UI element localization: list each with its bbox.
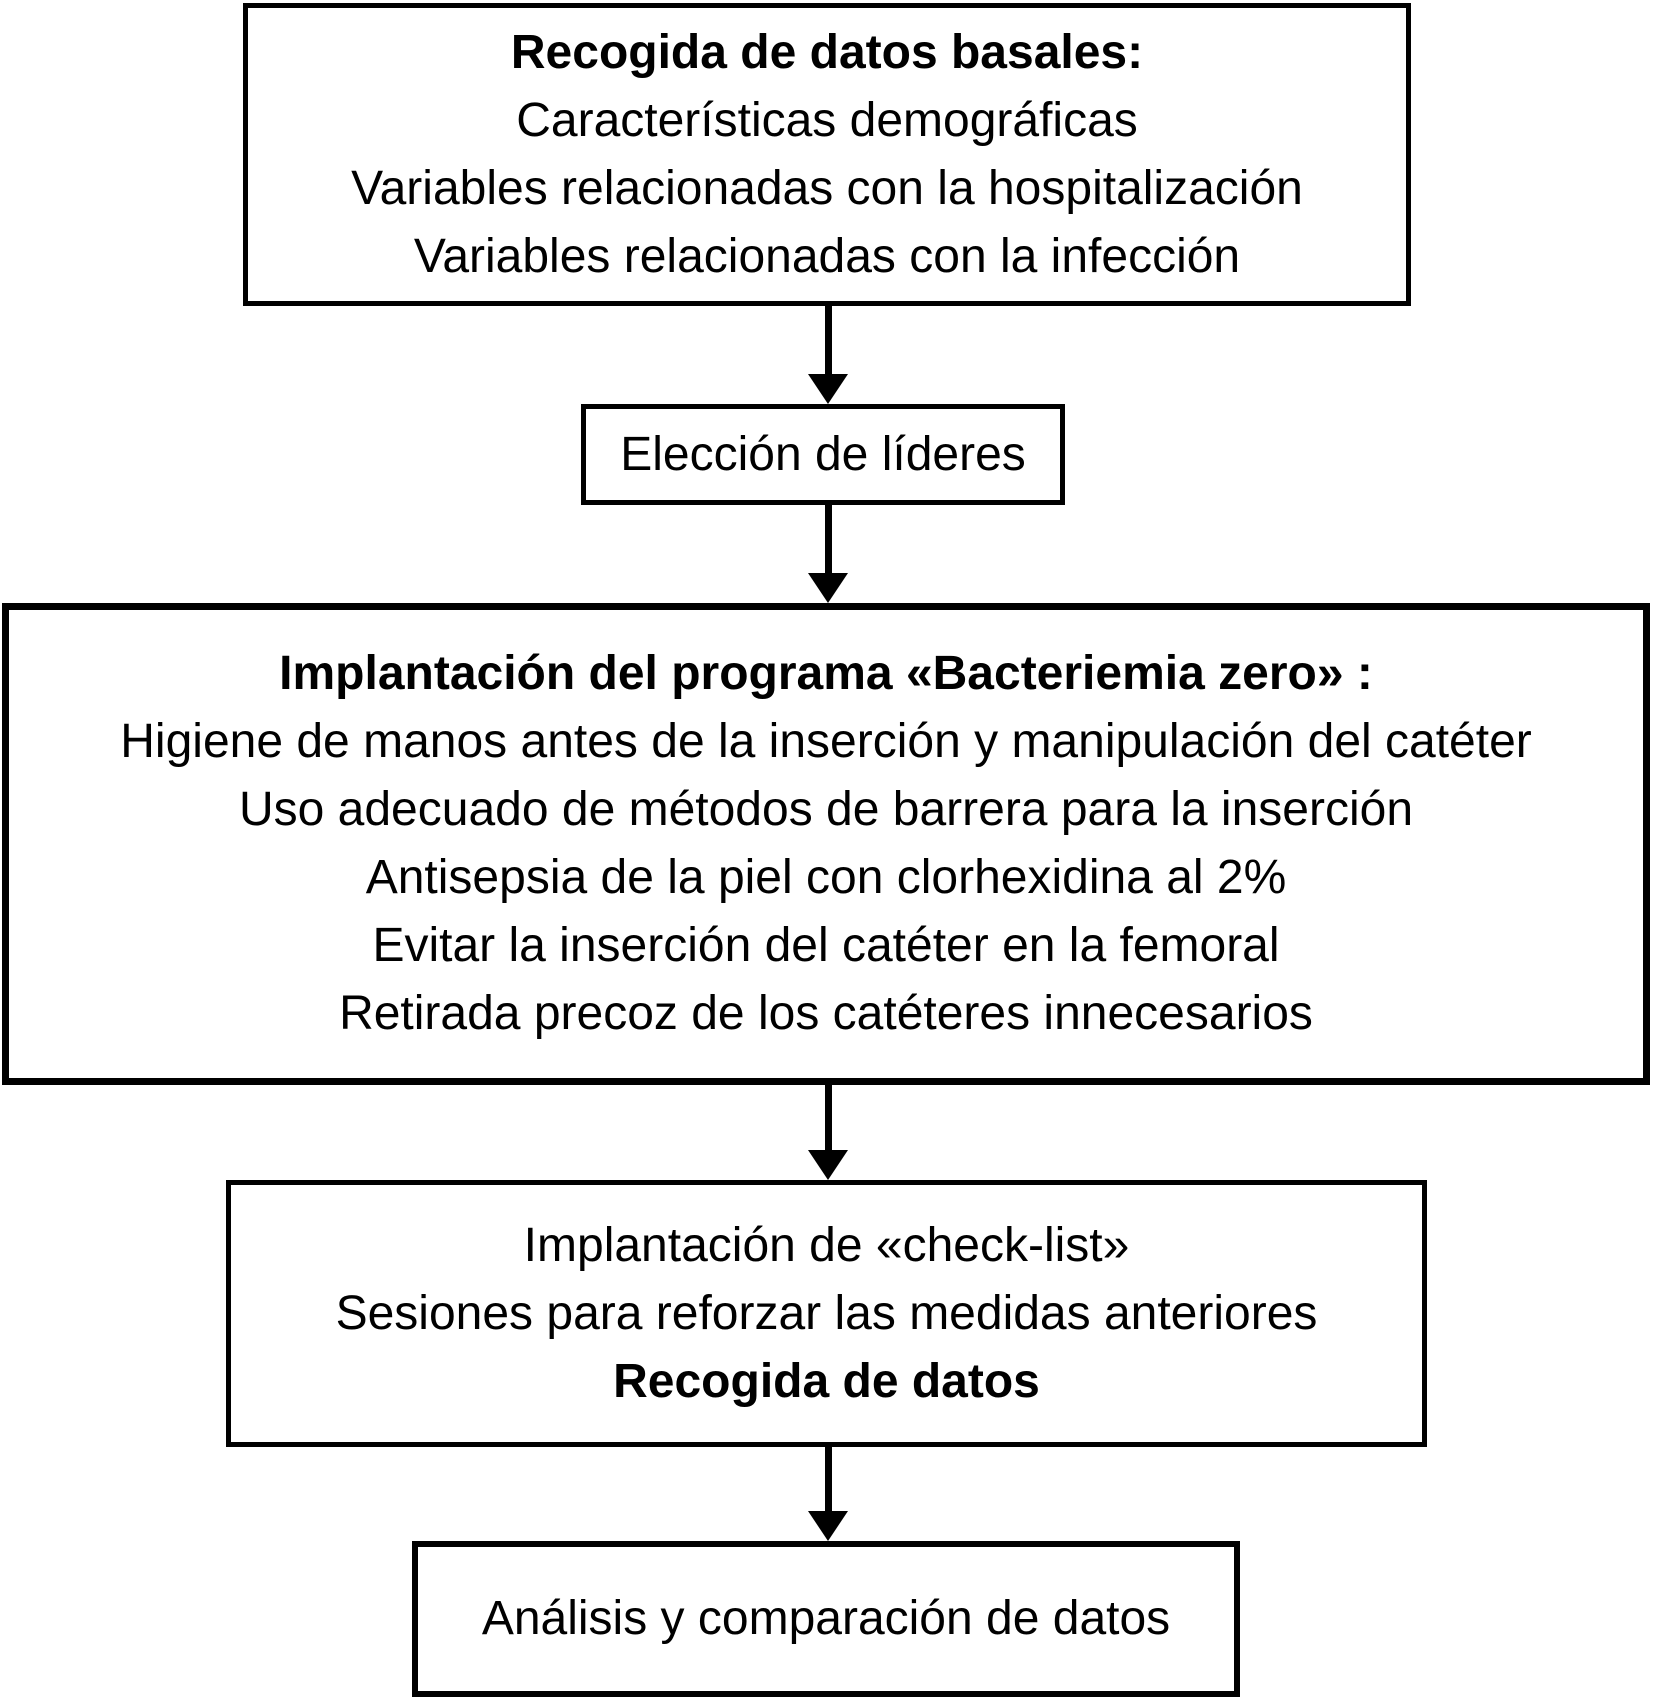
node-eleccion-de-lideres: Elección de líderes [581, 404, 1065, 505]
node-title: Implantación del programa «Bacteriemia z… [279, 647, 1373, 700]
arrow-head-icon [808, 573, 848, 603]
node-bacteriemia-zero: Implantación del programa «Bacteriemia z… [2, 603, 1650, 1085]
node-line: Variables relacionadas con la hospitaliz… [351, 161, 1303, 215]
arrow-shaft [824, 1447, 832, 1511]
arrow-shaft [824, 306, 832, 374]
node-line: Sesiones para reforzar las medidas anter… [335, 1286, 1318, 1340]
arrow-down-2 [808, 505, 848, 603]
arrow-down-3 [808, 1085, 848, 1180]
node-implantacion-checklist: Implantación de «check-list» Sesiones pa… [226, 1180, 1427, 1447]
node-title: Recogida de datos basales: [510, 25, 1144, 79]
node-line: Retirada precoz de los catéteres inneces… [339, 987, 1313, 1040]
node-analisis-comparacion-datos: Análisis y comparación de datos [412, 1541, 1240, 1697]
node-title: Análisis y comparación de datos [481, 1592, 1171, 1645]
arrow-head-icon [808, 374, 848, 404]
node-line: Higiene de manos antes de la inserción y… [120, 715, 1532, 768]
node-line: Características demográficas [516, 93, 1138, 147]
arrow-shaft [824, 505, 832, 573]
node-line: Antisepsia de la piel con clorhexidina a… [365, 851, 1287, 904]
node-title: Elección de líderes [620, 427, 1026, 481]
arrow-head-icon [808, 1150, 848, 1180]
node-line: Recogida de datos [613, 1354, 1040, 1408]
arrow-down-4 [808, 1447, 848, 1541]
arrow-shaft [824, 1085, 832, 1150]
arrow-head-icon [808, 1511, 848, 1541]
arrow-down-1 [808, 306, 848, 404]
node-line: Evitar la inserción del catéter en la fe… [372, 919, 1280, 972]
node-line: Uso adecuado de métodos de barrera para … [238, 783, 1414, 836]
node-line: Implantación de «check-list» [523, 1218, 1130, 1272]
node-recogida-datos-basales: Recogida de datos basales: Característic… [243, 3, 1411, 306]
node-line: Variables relacionadas con la infección [413, 229, 1241, 283]
